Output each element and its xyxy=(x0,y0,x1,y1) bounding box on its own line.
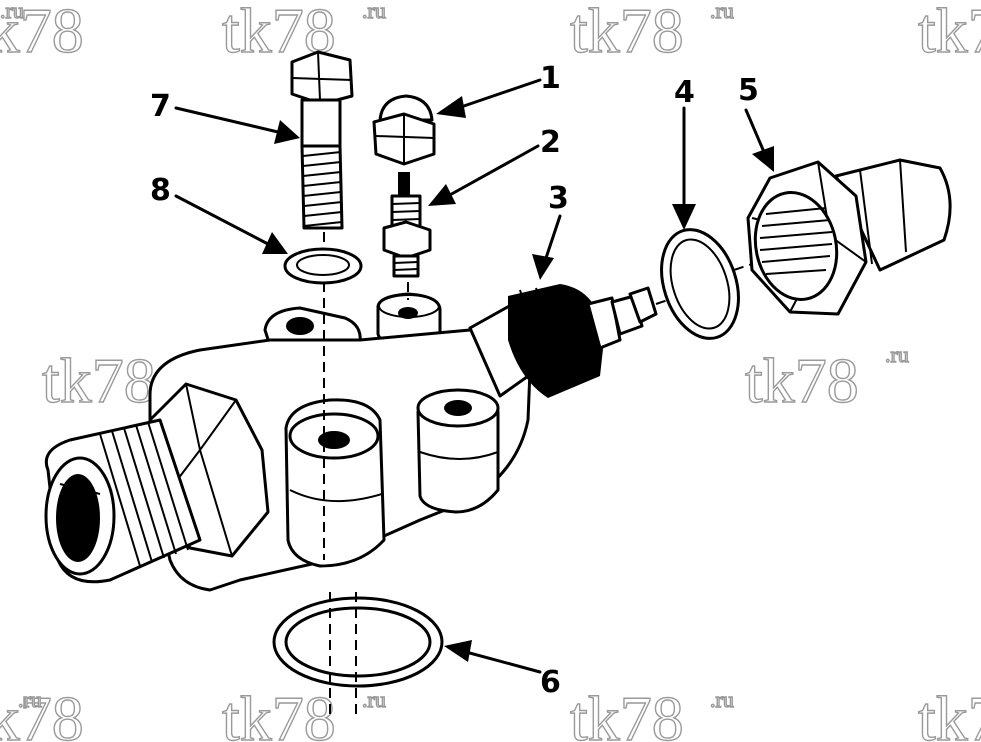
callout-label-2: 2 xyxy=(540,125,561,160)
leader-arrow-2 xyxy=(428,144,540,206)
watermark-suffix: .ru xyxy=(710,0,734,23)
watermark: tk78 .ru xyxy=(569,682,734,742)
watermark-text: tk78 xyxy=(42,345,156,416)
valve-body xyxy=(44,282,550,592)
flare-nut-threads xyxy=(759,207,833,275)
leader-arrow-6 xyxy=(444,640,542,674)
watermark-text: tk78 xyxy=(222,0,336,66)
leader-arrow-4 xyxy=(672,106,696,230)
callout-label-8: 8 xyxy=(150,173,171,208)
watermark-suffix: .ru xyxy=(362,0,386,23)
bolt-threads xyxy=(302,151,343,227)
part-fitting xyxy=(382,172,432,278)
watermark: tk78 xyxy=(917,682,981,742)
watermark: tk78 xyxy=(917,0,981,67)
watermark-suffix: .ru xyxy=(18,687,42,712)
watermark: tk78 .ru xyxy=(744,341,909,416)
callout-label-4: 4 xyxy=(674,75,695,110)
watermark-text: tk78 xyxy=(918,683,981,742)
watermark: tk78 .ru xyxy=(221,682,386,742)
watermark: tk78 .ru xyxy=(0,682,84,742)
part-valve-stem xyxy=(508,284,681,398)
leader-lines xyxy=(174,78,774,674)
leader-arrow-8 xyxy=(174,194,288,254)
watermark-suffix: .ru xyxy=(885,342,909,367)
leader-arrow-7 xyxy=(174,106,300,144)
callout-label-5: 5 xyxy=(738,73,759,108)
watermark-suffix: .ru xyxy=(710,687,734,712)
inlet-threads xyxy=(99,421,189,567)
watermark: tk78 .ru xyxy=(569,0,734,67)
watermark-text: tk78 xyxy=(570,683,684,742)
part-o-ring-large xyxy=(272,592,444,720)
watermark: tk78 .ru xyxy=(221,0,386,67)
watermark: tk78 .ru xyxy=(41,341,206,416)
callout-label-3: 3 xyxy=(548,181,569,216)
part-cap-nut xyxy=(372,94,436,166)
callout-label-6: 6 xyxy=(540,665,561,700)
watermark-text: tk78 xyxy=(222,683,336,742)
watermark-text: tk78 xyxy=(0,683,84,742)
watermark-text: tk78 xyxy=(745,345,859,416)
watermark-suffix: .ru xyxy=(0,0,24,23)
watermark-suffix: .ru xyxy=(362,687,386,712)
part-bolt xyxy=(290,50,354,252)
watermark-text: tk78 xyxy=(0,0,84,66)
watermark: tk78 .ru xyxy=(0,0,84,67)
part-washer-small xyxy=(283,247,363,285)
callout-labels: 1 2 3 4 5 6 7 8 xyxy=(150,61,759,700)
part-flare-nut xyxy=(746,158,952,316)
leader-arrow-5 xyxy=(744,108,774,172)
leader-arrow-3 xyxy=(532,214,562,280)
part-o-ring-small xyxy=(660,228,771,340)
callout-label-1: 1 xyxy=(540,61,561,96)
callout-label-7: 7 xyxy=(150,89,171,124)
watermark-text: tk78 xyxy=(570,0,684,66)
watermark-text: tk78 xyxy=(918,0,981,66)
leader-arrow-1 xyxy=(436,78,542,118)
